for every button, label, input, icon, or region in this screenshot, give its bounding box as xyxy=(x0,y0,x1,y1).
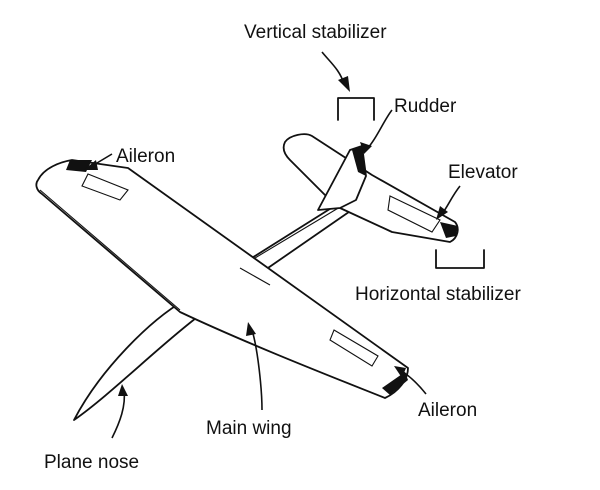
label-horizontal-stabilizer: Horizontal stabilizer xyxy=(355,284,521,305)
left-aileron-panel xyxy=(81,173,129,201)
label-elevator: Elevator xyxy=(448,162,518,183)
right-aileron-panel xyxy=(329,329,379,367)
pointer-aileron-right xyxy=(394,366,427,395)
vertical-stabilizer xyxy=(317,145,367,211)
label-aileron-right: Aileron xyxy=(418,400,477,421)
pointer-aileron-left xyxy=(84,153,113,170)
pointer-elevator xyxy=(436,185,461,220)
pointer-rudder xyxy=(360,109,393,154)
label-plane-nose: Plane nose xyxy=(44,452,139,473)
pointer-main-wing xyxy=(246,322,263,411)
label-vertical-stabilizer: Vertical stabilizer xyxy=(244,22,387,43)
label-rudder: Rudder xyxy=(394,96,457,117)
label-main-wing: Main wing xyxy=(206,418,292,439)
pointer-plane-nose xyxy=(111,384,128,439)
pointer-vertical-stabilizer xyxy=(321,51,350,92)
label-aileron-left: Aileron xyxy=(116,146,175,167)
main-wing xyxy=(35,159,409,399)
vertical-stabilizer-bracket xyxy=(337,97,375,121)
horizontal-stabilizer-bracket xyxy=(435,249,485,269)
elevator-panel xyxy=(387,195,441,233)
horizontal-stabilizer xyxy=(282,133,459,243)
